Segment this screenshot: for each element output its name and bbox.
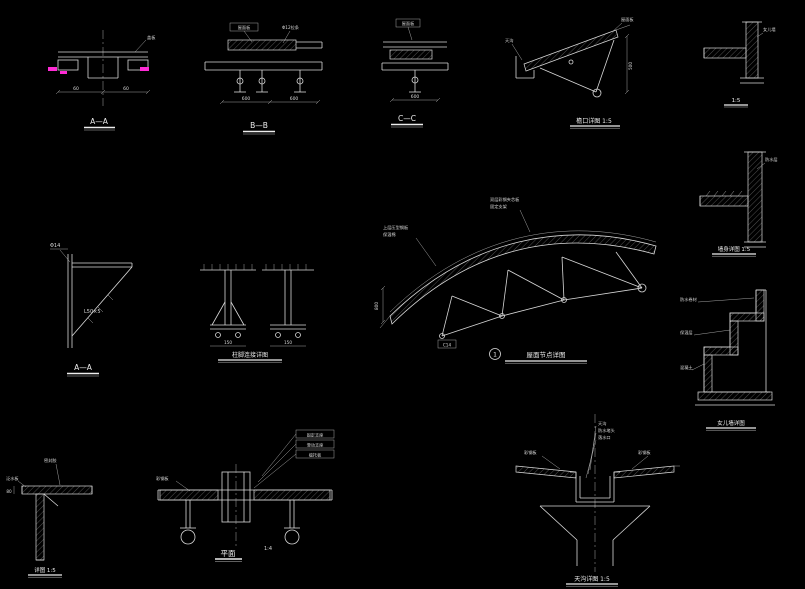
- dim-label: 500: [628, 62, 633, 70]
- caption-section-a-a: A—A: [90, 117, 109, 126]
- caption-column-base: 柱脚连接详图: [232, 351, 268, 359]
- detail-column-base: 150 150 柱脚连接详图: [200, 264, 314, 363]
- detail-wall-top: 女儿墙 1:5: [703, 21, 776, 108]
- annotation: 屋面板: [621, 16, 634, 23]
- detail-parapet: 防水卷材 保温层 混凝土 女儿墙详图: [680, 289, 775, 431]
- detail-section-b-b: 屋面板 Φ12拉条 600 600 B—B: [204, 22, 323, 135]
- annotation: 彩钢板: [524, 449, 537, 456]
- annotation: 固定支架: [490, 203, 507, 210]
- annotation: 上层压型钢板: [383, 224, 409, 231]
- annotation: Φ14: [50, 243, 60, 249]
- dim-label: 150: [284, 340, 292, 345]
- annotation: 屋面板: [238, 24, 251, 31]
- annotation: 女儿墙: [763, 26, 776, 33]
- detail-bracket: Φ14 L50×5 A—A: [50, 243, 133, 377]
- magenta-marker: [60, 71, 67, 74]
- detail-plan: 固定支座 滑动支座 檩托板 彩钢板 平面 1:4: [156, 429, 335, 562]
- caption-gutter: 天沟详图 1:5: [574, 575, 610, 583]
- dim-label: 600: [242, 96, 251, 102]
- annotation: 保温棉: [383, 231, 396, 238]
- annotation: 盖板: [147, 34, 156, 41]
- caption-wall-mid: 墙身详图 1:5: [718, 245, 751, 253]
- dim-label: 600: [290, 96, 299, 102]
- scale-note: 1:4: [264, 546, 272, 552]
- detail-section-c-c: 屋面板 600 C—C: [381, 18, 449, 128]
- caption-eave: 檐口详图 1:5: [576, 117, 612, 125]
- annotation: 彩钢板: [638, 449, 651, 456]
- caption-wall-top: 1:5: [732, 98, 741, 104]
- annotation: 泛水板: [6, 475, 19, 482]
- caption-section-b-b: B—B: [250, 121, 268, 130]
- detail-section-a-a: 60 60 盖板 A—A: [48, 30, 156, 131]
- annotation: 密封胶: [44, 457, 57, 464]
- annotation: 彩钢板: [156, 475, 169, 482]
- dim-label: 60: [123, 86, 129, 92]
- caption-plan: 平面: [221, 549, 236, 558]
- caption-bracket: A—A: [74, 363, 93, 372]
- detail-bubble: [489, 348, 501, 360]
- caption-section-c-c: C—C: [398, 114, 416, 123]
- dim-label: 150: [224, 340, 232, 345]
- annotation: 屋面板: [402, 20, 415, 27]
- detail-corner: 泛水板 密封胶 80 详图 1:5: [6, 457, 93, 578]
- detail-wall-mid: 防水层 墙身详图 1:5: [699, 151, 778, 257]
- dim-label: 600: [411, 94, 420, 100]
- annotation: L50×5: [84, 309, 101, 315]
- annotation: 天沟: [598, 420, 606, 427]
- annotation: 防水卷材: [680, 296, 697, 303]
- annotation: 保温层: [680, 329, 693, 336]
- annotation: C14: [443, 343, 452, 348]
- caption-parapet: 女儿墙详图: [717, 419, 745, 427]
- annotation: 混凝土: [680, 364, 693, 371]
- detail-eave: 天沟 屋面板 500 檐口详图 1:5: [505, 16, 634, 129]
- detail-gutter: 天沟 防水堵头 落水口 彩钢板 彩钢板 天沟详图 1:5: [515, 414, 680, 587]
- dim-label: 80: [6, 489, 12, 494]
- caption-roof-curve: 屋面节点详图: [527, 350, 566, 359]
- dim-label: 60: [73, 86, 79, 92]
- annotation: 防水堵头: [598, 427, 615, 434]
- detail-bubble-number: 1: [493, 352, 497, 359]
- magenta-marker: [48, 67, 57, 71]
- caption-corner: 详图 1:5: [34, 566, 56, 574]
- annotation: 滑动支座: [307, 442, 324, 449]
- annotation: 固定支座: [307, 432, 324, 439]
- annotation: Φ12拉条: [282, 24, 300, 31]
- annotation: 落水口: [598, 434, 611, 441]
- annotation: 天沟: [505, 37, 513, 44]
- dim-label: 800: [374, 302, 379, 310]
- detail-roof-curve: 上层压型钢板 保温棉 双层彩钢夹芯板 固定支架 C14 800 1 屋面节点详图: [374, 196, 657, 364]
- annotation: 檩托板: [309, 452, 322, 459]
- annotation: 防水层: [765, 156, 778, 163]
- magenta-marker: [140, 67, 149, 71]
- annotation: 双层彩钢夹芯板: [490, 196, 520, 203]
